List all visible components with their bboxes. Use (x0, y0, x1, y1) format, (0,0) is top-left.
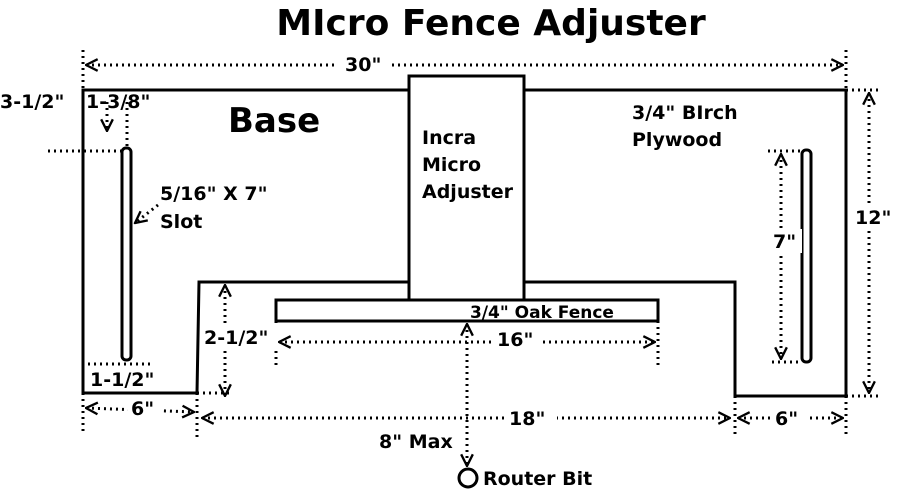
router-bit-label: Router Bit (483, 468, 592, 490)
slot-label-line-1: 5/16" X 7" (160, 183, 268, 205)
adjuster-label-line-3: Adjuster (422, 181, 514, 203)
dim-slot-inset: 1-3/8" (86, 91, 150, 113)
dim-overall-width: 30" (345, 54, 381, 76)
dim-overall-depth: 12" (855, 207, 891, 229)
oak-fence (274, 298, 660, 323)
dim-fence-width: 16" (497, 329, 533, 351)
dim-slot-top-offset: 3-1/2" (0, 91, 64, 113)
fence-label: 3/4" Oak Fence (470, 303, 614, 323)
right-slot (800, 148, 813, 364)
slot-label-line-2: Slot (160, 211, 202, 233)
dim-left-tab: 6" (131, 398, 154, 420)
dim-cutout-depth: 2-1/2" (204, 327, 268, 349)
dim-slot-length: 7" (773, 231, 796, 253)
diagram-title: MIcro Fence Adjuster (276, 3, 706, 44)
left-slot (120, 146, 133, 362)
extension-lines (48, 50, 882, 438)
dim-bottom-margin: 1-1/2" (90, 369, 154, 391)
base-label: Base (228, 101, 320, 141)
base-outline (81, 88, 848, 398)
dim-max-travel: 8" Max (379, 431, 453, 453)
label-backgrounds (128, 52, 898, 430)
router-bit (457, 467, 479, 489)
dim-right-tab: 6" (775, 408, 798, 430)
adjuster-label-line-2: Micro (422, 154, 481, 176)
plywood-label-line-1: 3/4" BIrch (632, 102, 738, 124)
plywood-label-line-2: Plywood (632, 129, 722, 151)
dim-arrow-slot-leader (135, 203, 159, 223)
dim-cutout-width: 18" (509, 408, 545, 430)
adjuster-label-line-1: Incra (422, 127, 476, 149)
